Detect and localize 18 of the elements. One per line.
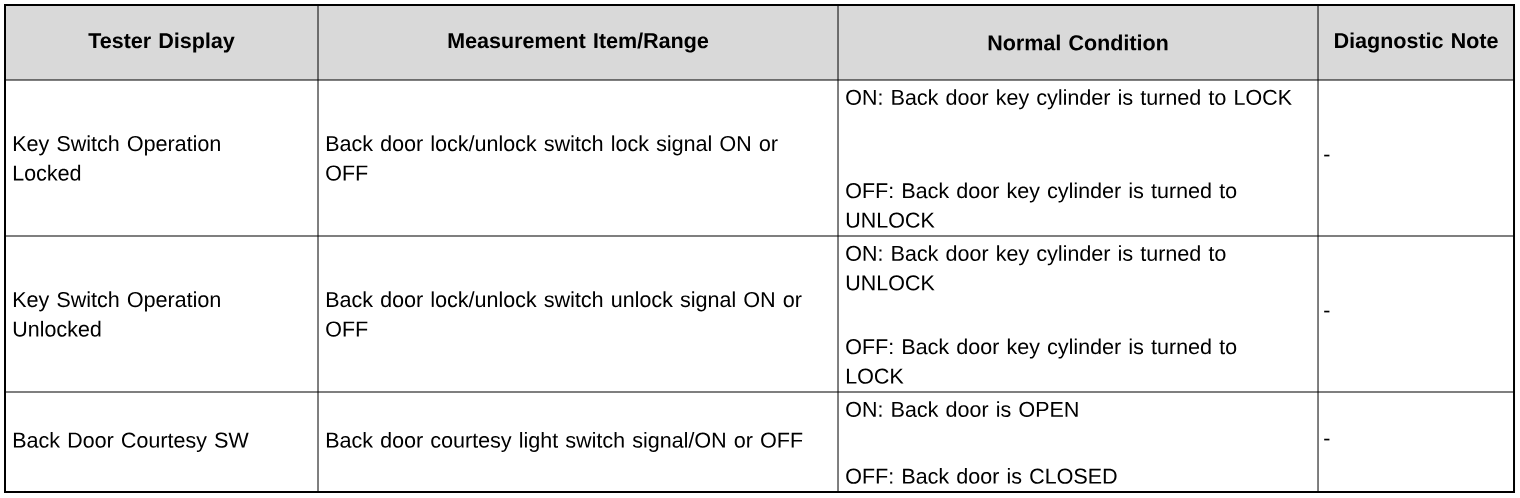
table-cell: ON: Back door key cylinder is turned to UNLOCK xyxy=(846,245,1226,291)
table-cell: - xyxy=(1324,154,1330,157)
table-cell: ON: Back door is OPEN xyxy=(846,401,1078,417)
table-cell: - xyxy=(1324,438,1330,441)
table-cell: Key Switch Operation Unlocked xyxy=(13,291,220,337)
table-cell: Back door lock/unlock switch lock signal ON or OFF xyxy=(326,135,778,181)
table-cell: Back door lock/unlock switch unlock signal ON or OFF xyxy=(326,291,802,337)
header-cell: Tester Display xyxy=(5,5,318,80)
table-cell: OFF: Back door key cylinder is turned to LOCK xyxy=(846,338,1237,384)
header-cell: Diagnostic Note xyxy=(1318,5,1514,80)
table-cell: OFF: Back door key cylinder is turned to UNLOCK xyxy=(846,182,1237,228)
table-cell: OFF: Back door is CLOSED xyxy=(846,468,1117,484)
table-cell: Key Switch Operation Locked xyxy=(13,135,220,181)
header-cell: Measurement Item/Range xyxy=(318,5,838,80)
table-cell: Back Door Courtesy SW xyxy=(13,432,249,453)
table-cell: - xyxy=(1324,310,1330,313)
table-cell: ON: Back door key cylinder is turned to LOCK xyxy=(846,89,1292,110)
table-cell: Back door courtesy light switch signal/ON or OFF xyxy=(326,432,803,453)
